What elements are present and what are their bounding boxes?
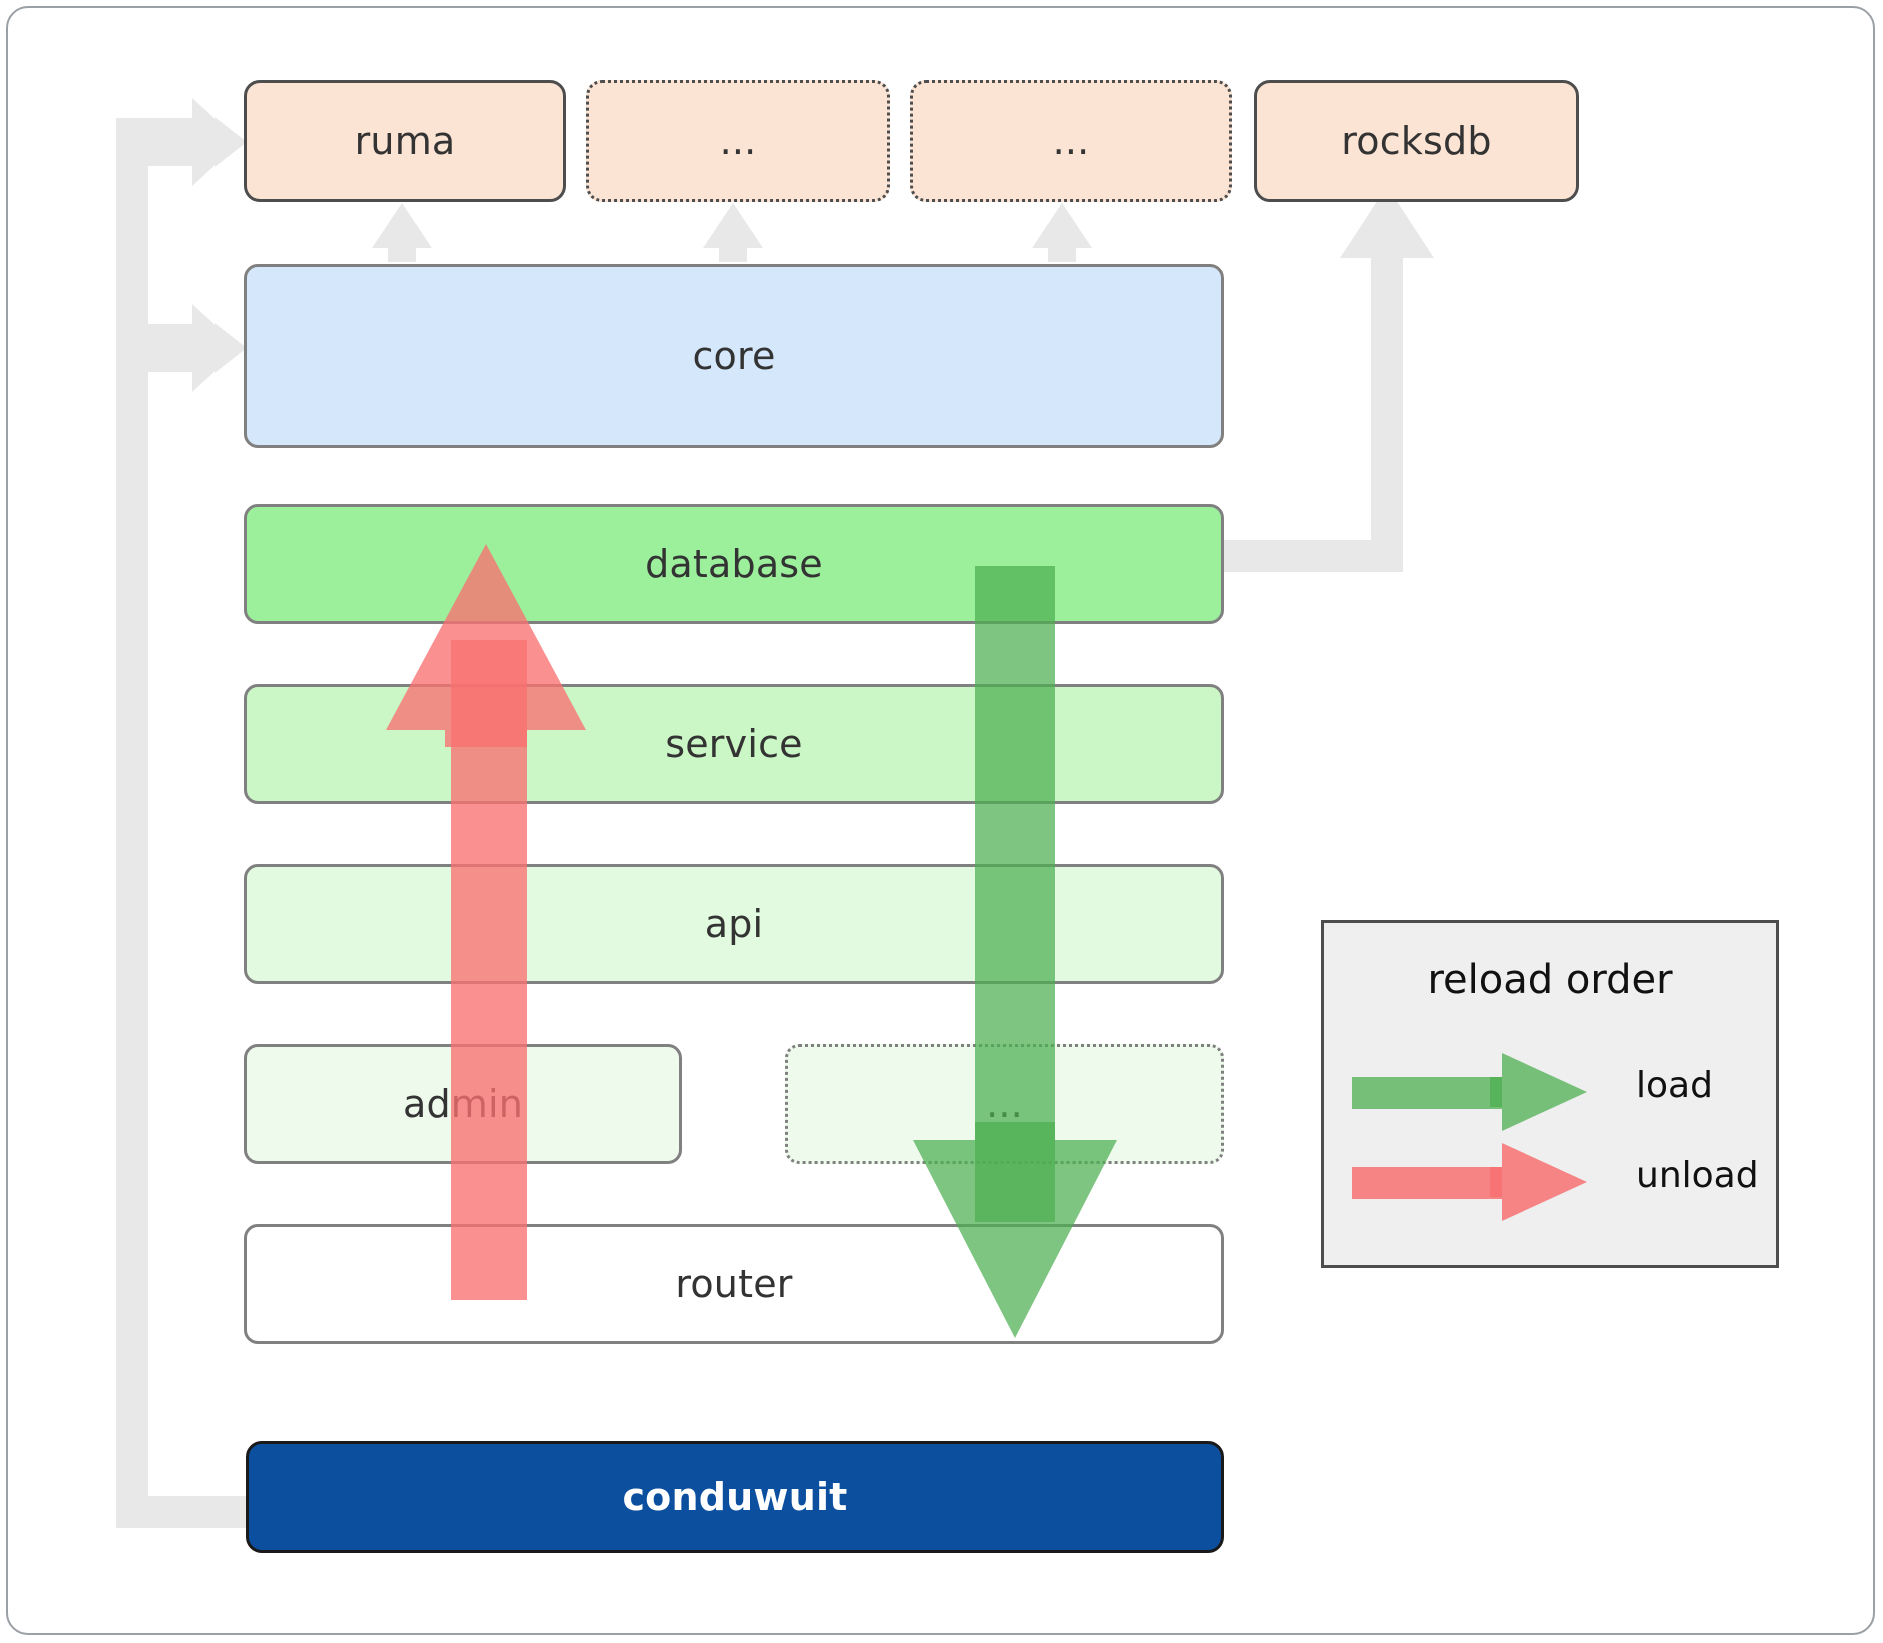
legend-unload-arrow-icon bbox=[1352, 1143, 1587, 1221]
node-api[interactable]: api bbox=[244, 864, 1224, 984]
node-dep-ellipsis-2-label: ... bbox=[1052, 119, 1090, 163]
node-dep-ellipsis-1-label: ... bbox=[719, 119, 757, 163]
legend-unload-label: unload bbox=[1636, 1155, 1759, 1196]
rocksdb-connector bbox=[1223, 186, 1434, 572]
node-api-label: api bbox=[704, 902, 764, 946]
node-rocksdb[interactable]: rocksdb bbox=[1254, 80, 1579, 202]
node-dep-ellipsis-2[interactable]: ... bbox=[910, 80, 1232, 202]
node-layer-ellipsis[interactable]: ... bbox=[785, 1044, 1224, 1164]
node-router-label: router bbox=[675, 1262, 793, 1306]
node-database[interactable]: database bbox=[244, 504, 1224, 624]
node-conduwuit-label: conduwuit bbox=[622, 1475, 848, 1519]
node-service[interactable]: service bbox=[244, 684, 1224, 804]
left-connector-bus bbox=[116, 98, 250, 1528]
core-to-dependency-arrows bbox=[372, 203, 1092, 262]
node-ruma-label: ruma bbox=[354, 119, 456, 163]
node-core[interactable]: core bbox=[244, 264, 1224, 448]
node-router[interactable]: router bbox=[244, 1224, 1224, 1344]
node-conduwuit[interactable]: conduwuit bbox=[246, 1441, 1224, 1553]
legend-panel: reload order load unload bbox=[1321, 920, 1779, 1268]
node-service-label: service bbox=[665, 722, 803, 766]
node-database-label: database bbox=[645, 542, 823, 586]
node-dep-ellipsis-1[interactable]: ... bbox=[586, 80, 890, 202]
legend-load-label: load bbox=[1636, 1065, 1713, 1106]
node-rocksdb-label: rocksdb bbox=[1341, 119, 1492, 163]
node-core-label: core bbox=[692, 334, 776, 378]
legend-title: reload order bbox=[1427, 957, 1673, 1003]
node-ruma[interactable]: ruma bbox=[244, 80, 566, 202]
node-layer-ellipsis-label: ... bbox=[986, 1082, 1023, 1126]
node-admin-label: admin bbox=[402, 1082, 524, 1126]
node-admin[interactable]: admin bbox=[244, 1044, 682, 1164]
legend-load-arrow-icon bbox=[1352, 1053, 1587, 1131]
